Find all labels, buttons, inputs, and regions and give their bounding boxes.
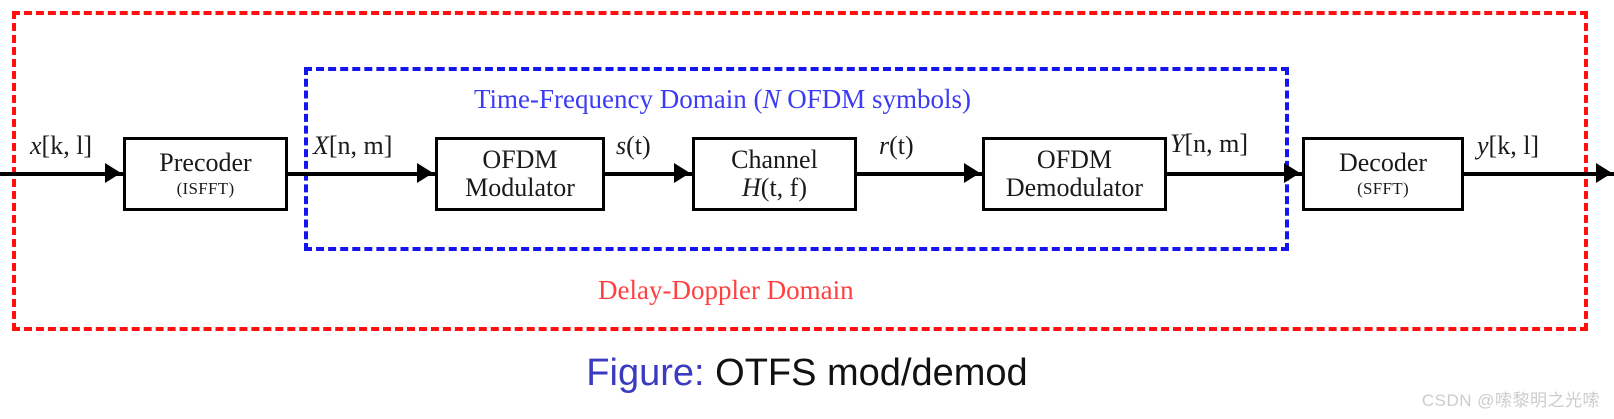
signal-label-modulator-output: s(t) (616, 133, 651, 159)
signal-demodulator-out-symbol: Y (1170, 129, 1185, 158)
block-precoder-subtitle: (ISFFT) (176, 178, 235, 198)
signal-precoder-out-index: [n, m] (328, 131, 393, 160)
arrow-into-channel (674, 163, 690, 183)
block-channel-transfer-function: H(t, f) (742, 173, 807, 202)
wire-modulator-to-channel (603, 172, 695, 176)
block-ofdm-demodulator-title: OFDM (1036, 144, 1113, 174)
signal-output-symbol: y (1477, 131, 1489, 160)
wire-decoder-to-output (1462, 172, 1614, 176)
block-decoder-subtitle: (SFFT) (1357, 178, 1409, 198)
wire-input-to-precoder (0, 172, 125, 176)
figure-caption: Figure: OTFS mod/demod (0, 352, 1614, 396)
block-ofdm-modulator-title: OFDM (482, 144, 558, 174)
block-channel-title: Channel (731, 144, 818, 174)
wire-demodulator-to-decoder (1165, 172, 1305, 176)
delay-doppler-domain-label: Delay-Doppler Domain (598, 275, 854, 305)
signal-label-output: y[k, l] (1477, 133, 1539, 159)
channel-args: (t, f) (760, 173, 807, 202)
signal-input-index: [k, l] (41, 131, 93, 160)
wire-precoder-to-modulator (286, 172, 438, 176)
arrow-into-modulator (417, 163, 433, 183)
block-precoder-title: Precoder (159, 147, 252, 177)
block-precoder[interactable]: Precoder (ISFFT) (123, 137, 288, 211)
time-frequency-domain-boundary (304, 67, 1289, 251)
block-decoder[interactable]: Decoder (SFFT) (1302, 137, 1464, 211)
arrow-output (1596, 163, 1612, 183)
figure-caption-prefix: Figure: (586, 352, 705, 394)
arrow-into-decoder (1284, 163, 1300, 183)
figure-caption-text: OTFS mod/demod (704, 352, 1028, 394)
arrow-into-demodulator (964, 163, 980, 183)
time-frequency-domain-label: Time-Frequency Domain (N OFDM symbols) (474, 86, 971, 113)
block-channel[interactable]: Channel H(t, f) (692, 137, 857, 211)
signal-label-demodulator-output: Y[n, m] (1170, 131, 1248, 157)
signal-label-channel-output: r(t) (879, 133, 914, 159)
block-ofdm-demodulator-subtitle: Demodulator (1005, 173, 1144, 202)
block-ofdm-demodulator[interactable]: OFDM Demodulator (982, 137, 1167, 211)
signal-output-index: [k, l] (1488, 131, 1540, 160)
csdn-watermark: CSDN @嗦黎明之光嗦 (1421, 391, 1600, 410)
tf-label-symbol-n: N (762, 84, 781, 114)
signal-input-symbol: x (30, 131, 42, 160)
tf-label-prefix: Time-Frequency Domain ( (474, 84, 763, 114)
signal-demodulator-out-index: [n, m] (1184, 129, 1249, 158)
arrow-into-precoder (105, 163, 121, 183)
signal-modulator-out-arg: (t) (626, 131, 651, 160)
block-ofdm-modulator[interactable]: OFDM Modulator (435, 137, 605, 211)
tf-label-suffix: OFDM symbols) (780, 84, 972, 114)
signal-modulator-out-symbol: s (616, 131, 627, 160)
block-ofdm-modulator-subtitle: Modulator (465, 173, 575, 202)
signal-precoder-out-symbol: X (313, 131, 329, 160)
wire-channel-to-demodulator (855, 172, 985, 176)
signal-label-input: x[k, l] (30, 133, 92, 159)
block-decoder-title: Decoder (1338, 147, 1428, 177)
delay-doppler-domain-boundary (12, 11, 1588, 331)
signal-channel-out-arg: (t) (889, 131, 914, 160)
signal-label-precoder-output: X[n, m] (313, 133, 392, 159)
channel-symbol-h: H (742, 173, 761, 202)
signal-channel-out-symbol: r (879, 131, 890, 160)
